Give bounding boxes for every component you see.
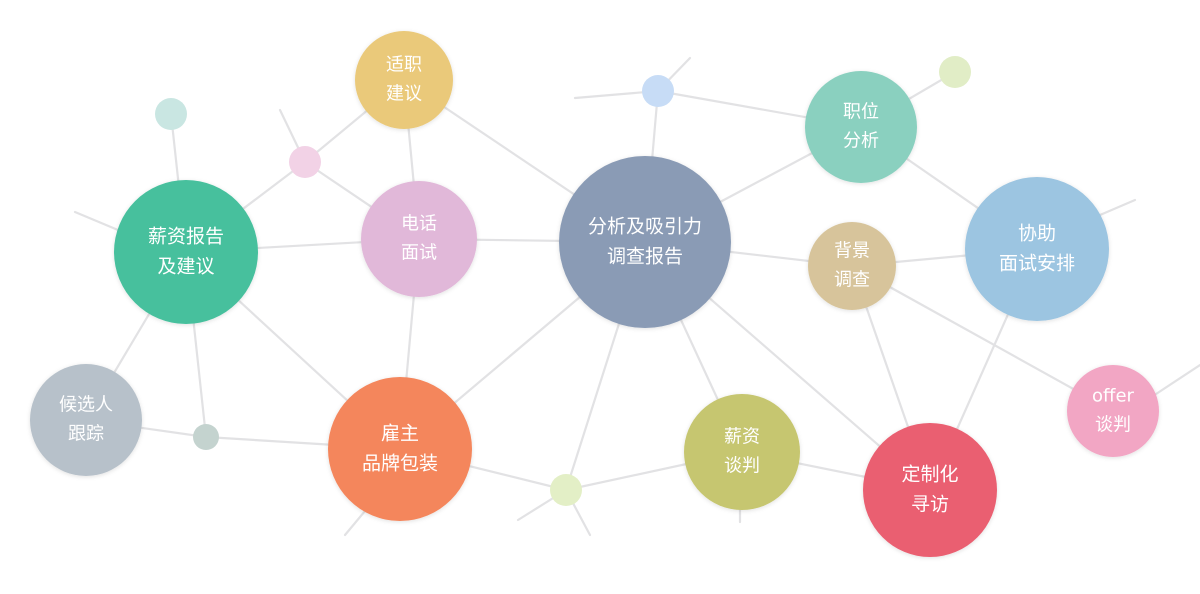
node-circle-fit-advice <box>355 31 453 129</box>
node-circle-offer-negotiation <box>1067 365 1159 457</box>
node-circle-candidate-tracking <box>30 364 142 476</box>
node-label-phone-interview-line-1: 电话 <box>401 214 437 235</box>
service-nodes: 分析及吸引力调查报告薪资报告及建议电话面试适职建议雇主品牌包装候选人跟踪薪资谈判… <box>30 31 1159 557</box>
decorative-dot-pink <box>289 146 321 178</box>
node-circle-report <box>559 156 731 328</box>
node-label-offer-negotiation-line-2: 谈判 <box>1095 414 1131 435</box>
decorative-dot-teal <box>155 98 187 130</box>
node-label-custom-search-line-2: 寻访 <box>911 494 949 516</box>
node-label-offer-negotiation-line-1: offer <box>1092 386 1134 407</box>
node-label-fit-advice-line-2: 建议 <box>386 83 422 104</box>
node-label-candidate-tracking-line-2: 跟踪 <box>68 423 104 444</box>
background-line <box>1098 198 1137 217</box>
node-label-report-line-1: 分析及吸引力 <box>588 215 702 237</box>
node-label-salary-negotiation-line-2: 谈判 <box>724 455 760 476</box>
node-label-job-analysis-line-1: 职位 <box>843 102 879 123</box>
decorative-dot-lime <box>939 56 971 88</box>
decorative-dot-yellowgreen <box>550 474 582 506</box>
node-label-employer-branding-line-1: 雇主 <box>381 422 419 444</box>
node-label-employer-branding-line-2: 品牌包装 <box>362 453 438 475</box>
background-line <box>1148 363 1200 400</box>
node-offer-negotiation: offer 谈判 <box>1067 365 1159 457</box>
node-label-background-check-line-2: 调查 <box>834 269 870 290</box>
node-label-background-check-line-1: 背景 <box>834 241 870 262</box>
node-label-job-analysis-line-2: 分析 <box>843 130 879 151</box>
node-circle-interview-arrangement <box>965 177 1109 321</box>
node-label-report-line-2: 调查报告 <box>607 246 683 268</box>
decorative-dots <box>155 56 971 506</box>
node-label-interview-arrangement-line-2: 面试安排 <box>999 253 1075 275</box>
node-label-phone-interview-line-2: 面试 <box>401 242 437 263</box>
node-circle-employer-branding <box>328 377 472 521</box>
node-label-interview-arrangement-line-1: 协助 <box>1018 222 1056 244</box>
node-circle-phone-interview <box>361 181 477 297</box>
node-circle-salary-report <box>114 180 258 324</box>
node-circle-custom-search <box>863 423 997 557</box>
node-circle-salary-negotiation <box>684 394 800 510</box>
node-label-salary-negotiation-line-1: 薪资 <box>724 427 760 448</box>
edge-background-check-offer-negotiation <box>850 264 1115 413</box>
decorative-dot-blue <box>642 75 674 107</box>
node-circle-background-check <box>808 222 896 310</box>
decorative-dot-gray <box>193 424 219 450</box>
node-label-custom-search-line-1: 定制化 <box>901 463 958 485</box>
node-label-salary-report-line-2: 及建议 <box>157 256 214 278</box>
node-circle-job-analysis <box>805 71 917 183</box>
node-label-fit-advice-line-1: 适职 <box>386 55 422 76</box>
node-label-salary-report-line-1: 薪资报告 <box>148 225 224 247</box>
node-label-candidate-tracking-line-1: 候选人 <box>59 395 113 416</box>
